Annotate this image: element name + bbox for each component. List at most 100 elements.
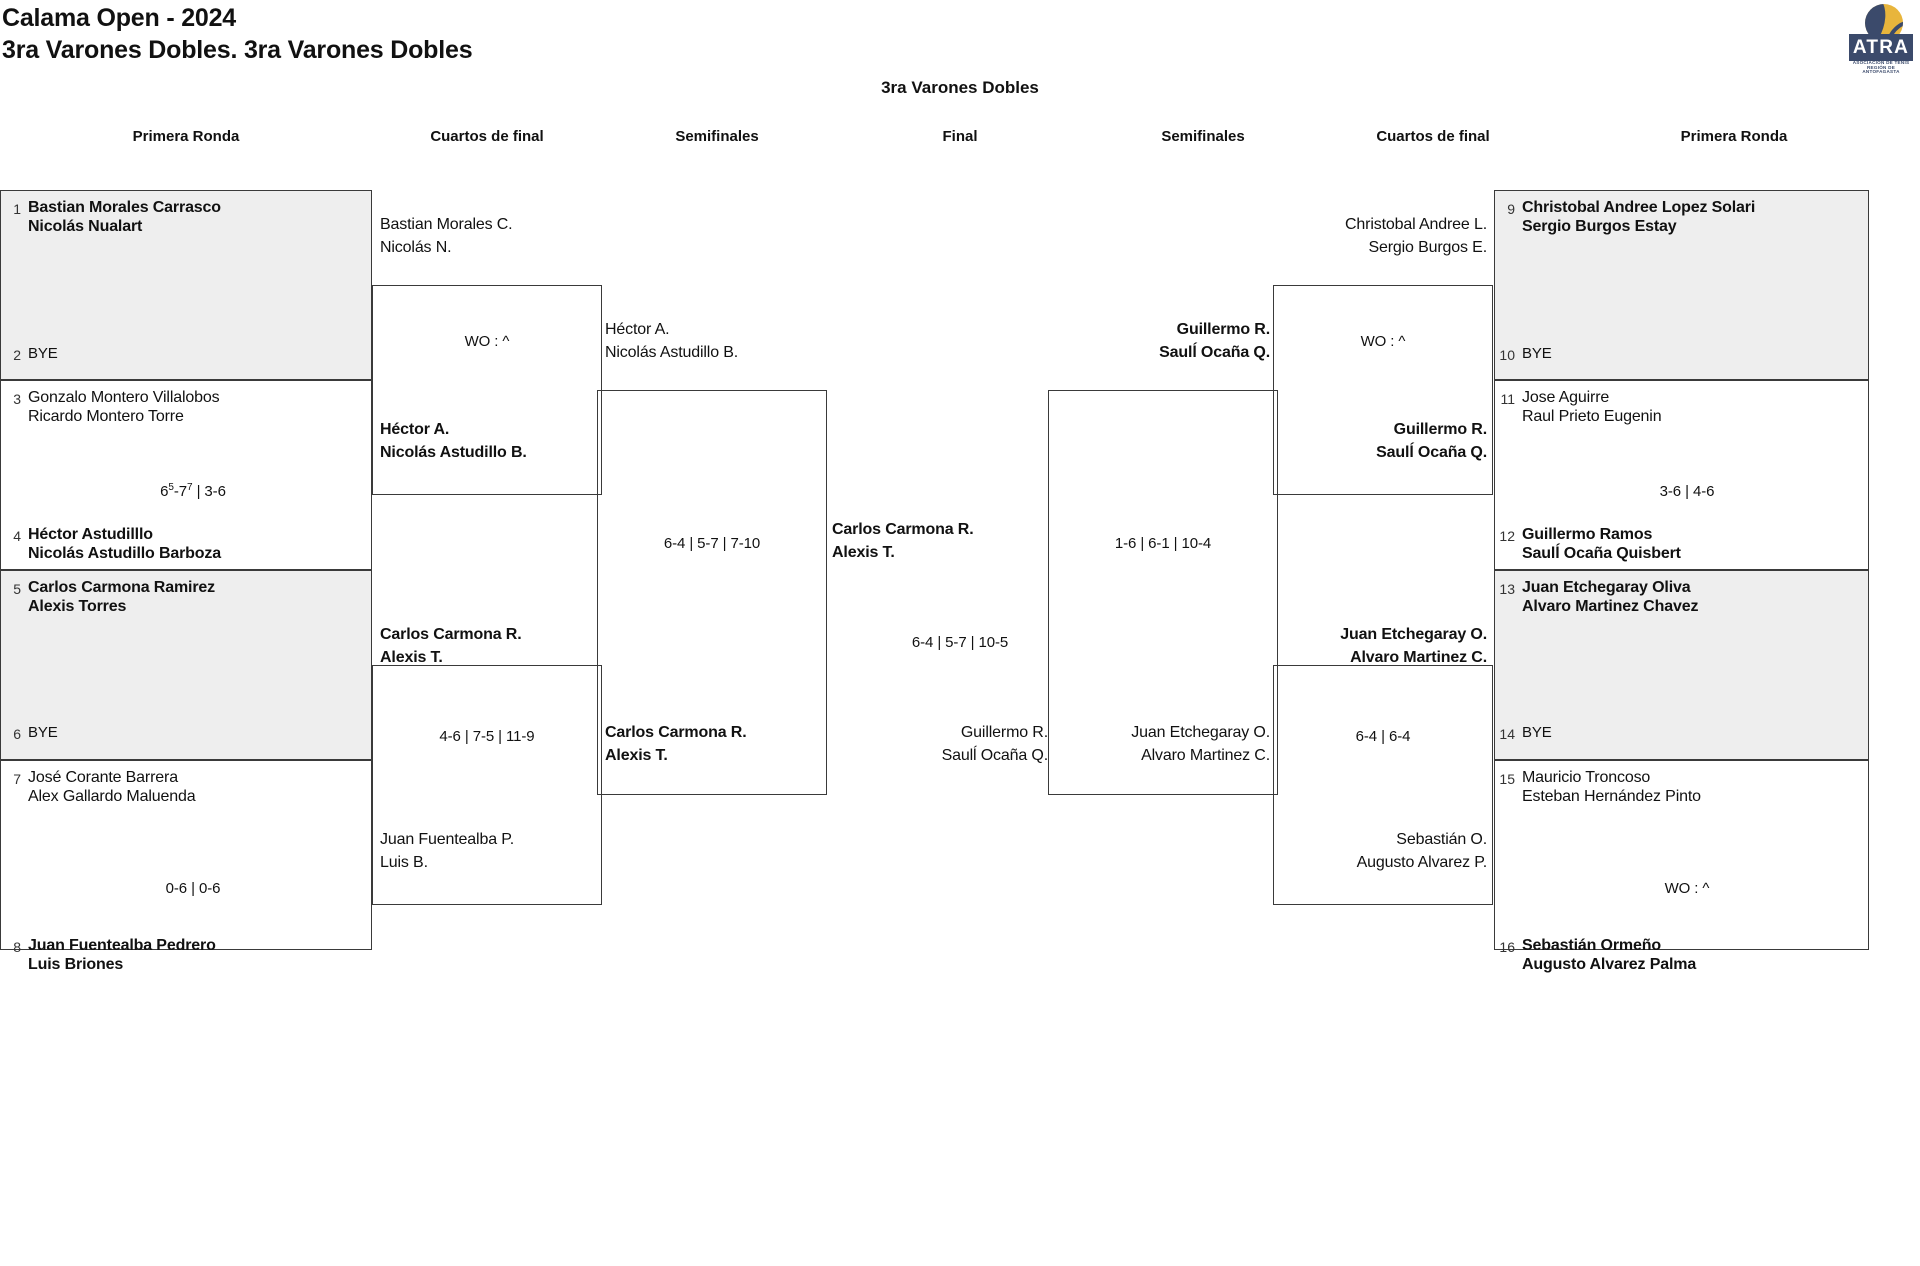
seed-slot-16[interactable]: 16 Sebastián Ormeño Augusto Alvarez Palm… [1498, 936, 1863, 974]
player-name: Juan Etchegaray Oliva [1522, 579, 1691, 596]
right-r1-match-1[interactable] [1494, 190, 1869, 380]
right-qf-top-lower-name1: Guillermo R. [1393, 421, 1487, 438]
seed-slot-6[interactable]: 6 BYE [4, 723, 364, 744]
left-qf-box-bottom[interactable] [372, 665, 602, 905]
seed-slot-9[interactable]: 9 Christobal Andree Lopez Solari Sergio … [1498, 198, 1863, 236]
round-header-left-r1: Primera Ronda [132, 128, 240, 145]
seed-number: 12 [1499, 528, 1515, 544]
right-qf-bottom-lower-name2: Augusto Alvarez P. [1356, 854, 1488, 871]
player-name: BYE [28, 345, 58, 362]
player-name: Sebastián Ormeño [1522, 937, 1661, 954]
seed-slot-10[interactable]: 10 BYE [1498, 344, 1863, 365]
seed-number: 4 [13, 528, 21, 544]
left-sf-score: 6-4 | 5-7 | 7-10 [663, 535, 761, 552]
right-qf-top-upper-name2: Sergio Burgos E. [1368, 239, 1487, 256]
player-name: Jose Aguirre [1522, 389, 1610, 406]
left-r1-match-2[interactable] [0, 380, 372, 570]
player-name: Esteban Hernández Pinto [1522, 788, 1701, 805]
right-sf-box[interactable] [1048, 390, 1278, 795]
seed-slot-7[interactable]: 7 José Corante Barrera Alex Gallardo Mal… [4, 768, 364, 806]
seed-slot-13[interactable]: 13 Juan Etchegaray Oliva Alvaro Martinez… [1498, 578, 1863, 616]
left-sf-box[interactable] [597, 390, 827, 795]
player-name: BYE [28, 724, 58, 741]
right-r1-match-3[interactable] [1494, 570, 1869, 760]
left-sf-upper-name1: Héctor A. [605, 321, 670, 338]
player-name: Alvaro Martinez Chavez [1522, 598, 1699, 615]
seed-number: 1 [13, 201, 21, 217]
right-qf-box-bottom[interactable] [1273, 665, 1493, 905]
seed-slot-5[interactable]: 5 Carlos Carmona Ramirez Alexis Torres [4, 578, 364, 616]
seed-slot-2[interactable]: 2 BYE [4, 344, 364, 365]
left-sf-lower-name2: Alexis T. [605, 747, 668, 764]
seed-slot-8[interactable]: 8 Juan Fuentealba Pedrero Luis Briones [4, 936, 364, 974]
player-name: Nicolás Nualart [28, 218, 143, 235]
seed-number: 15 [1499, 771, 1515, 787]
final-upper-name1: Carlos Carmona R. [832, 521, 974, 538]
player-name: Christobal Andree Lopez Solari [1522, 199, 1756, 216]
right-sf-upper-name1: Guillermo R. [1176, 321, 1270, 338]
left-sf-upper-name2: Nicolás Astudillo B. [605, 344, 739, 361]
final-upper-name2: Alexis T. [832, 544, 895, 561]
left-r1-score-2: 65-77 | 3-6 [160, 482, 226, 501]
player-name: José Corante Barrera [28, 769, 178, 786]
seed-slot-15[interactable]: 15 Mauricio Troncoso Esteban Hernández P… [1498, 768, 1863, 806]
left-r1-match-4[interactable] [0, 760, 372, 950]
final-lower-name2: Saulĺ Ocaña Q. [941, 747, 1049, 764]
right-r1-score-4: WO : ^ [1664, 880, 1710, 897]
left-qf-box-top[interactable] [372, 285, 602, 495]
left-qf-bottom-upper-name1: Carlos Carmona R. [380, 626, 522, 643]
seed-slot-1[interactable]: 1 Bastian Morales Carrasco Nicolás Nuala… [4, 198, 364, 236]
bracket-title: 3ra Varones Dobles [881, 78, 1039, 97]
left-r1-match-3[interactable] [0, 570, 372, 760]
player-name: Guillermo Ramos [1522, 526, 1653, 543]
page-title: Calama Open - 2024 [2, 4, 237, 32]
right-sf-score: 1-6 | 6-1 | 10-4 [1114, 535, 1212, 552]
player-name: Augusto Alvarez Palma [1522, 956, 1697, 973]
right-sf-lower-name2: Alvaro Martinez C. [1141, 747, 1270, 764]
right-qf-bottom-lower-name1: Sebastián O. [1396, 831, 1487, 848]
right-qf-bottom-upper-name1: Juan Etchegaray O. [1340, 626, 1487, 643]
left-sf-lower-name1: Carlos Carmona R. [605, 724, 747, 741]
right-r1-score-2: 3-6 | 4-6 [1659, 483, 1715, 500]
left-qf-bottom-lower-name2: Luis B. [380, 854, 428, 871]
right-r1-match-4[interactable] [1494, 760, 1869, 950]
right-r1-match-2[interactable] [1494, 380, 1869, 570]
seed-number: 3 [13, 391, 21, 407]
atra-logo: ATRA ASOCIACIÓN DE TENIS REGIÓN DE ANTOF… [1843, 2, 1918, 74]
player-name: Bastian Morales Carrasco [28, 199, 221, 216]
player-name: Ricardo Montero Torre [28, 408, 184, 425]
left-qf-top-lower-name1: Héctor A. [380, 421, 450, 438]
seed-slot-4[interactable]: 4 Héctor Astudilllo Nicolás Astudillo Ba… [4, 525, 364, 563]
seed-number: 11 [1500, 391, 1515, 407]
seed-slot-11[interactable]: 11 Jose Aguirre Raul Prieto Eugenin [1498, 388, 1863, 426]
right-qf-top-score: WO : ^ [1360, 333, 1406, 350]
seed-number: 6 [13, 726, 21, 742]
logo-tagline: ASOCIACIÓN DE TENIS REGIÓN DE ANTOFAGAST… [1852, 60, 1910, 75]
player-name: Saulĺ Ocaña Quisbert [1522, 545, 1681, 562]
seed-slot-14[interactable]: 14 BYE [1498, 723, 1863, 744]
right-qf-box-top[interactable] [1273, 285, 1493, 495]
final-lower-name1: Guillermo R. [960, 724, 1048, 741]
final-score: 6-4 | 5-7 | 10-5 [911, 634, 1009, 651]
seed-number: 5 [13, 581, 21, 597]
right-qf-top-upper-name1: Christobal Andree L. [1345, 216, 1487, 233]
player-name: Mauricio Troncoso [1522, 769, 1651, 786]
round-header-right-qf: Cuartos de final [1376, 128, 1490, 145]
seed-number: 14 [1499, 726, 1515, 742]
left-r1-score-4: 0-6 | 0-6 [165, 880, 221, 897]
round-header-left-qf: Cuartos de final [430, 128, 544, 145]
seed-slot-12[interactable]: 12 Guillermo Ramos Saulĺ Ocaña Quisbert [1498, 525, 1863, 563]
seed-number: 7 [13, 771, 21, 787]
left-r1-match-1[interactable] [0, 190, 372, 380]
left-qf-top-score: WO : ^ [464, 333, 510, 350]
player-name: BYE [1522, 345, 1552, 362]
logo-plate: ATRA [1849, 34, 1913, 61]
seed-number: 10 [1499, 347, 1515, 363]
round-header-right-r1: Primera Ronda [1680, 128, 1788, 145]
seed-number: 13 [1499, 581, 1515, 597]
left-qf-bottom-lower-name1: Juan Fuentealba P. [380, 831, 515, 848]
right-qf-top-lower-name2: Saulĺ Ocaña Q. [1376, 444, 1487, 461]
seed-slot-3[interactable]: 3 Gonzalo Montero Villalobos Ricardo Mon… [4, 388, 364, 426]
player-name: Juan Fuentealba Pedrero [28, 937, 216, 954]
player-name: Raul Prieto Eugenin [1522, 408, 1662, 425]
